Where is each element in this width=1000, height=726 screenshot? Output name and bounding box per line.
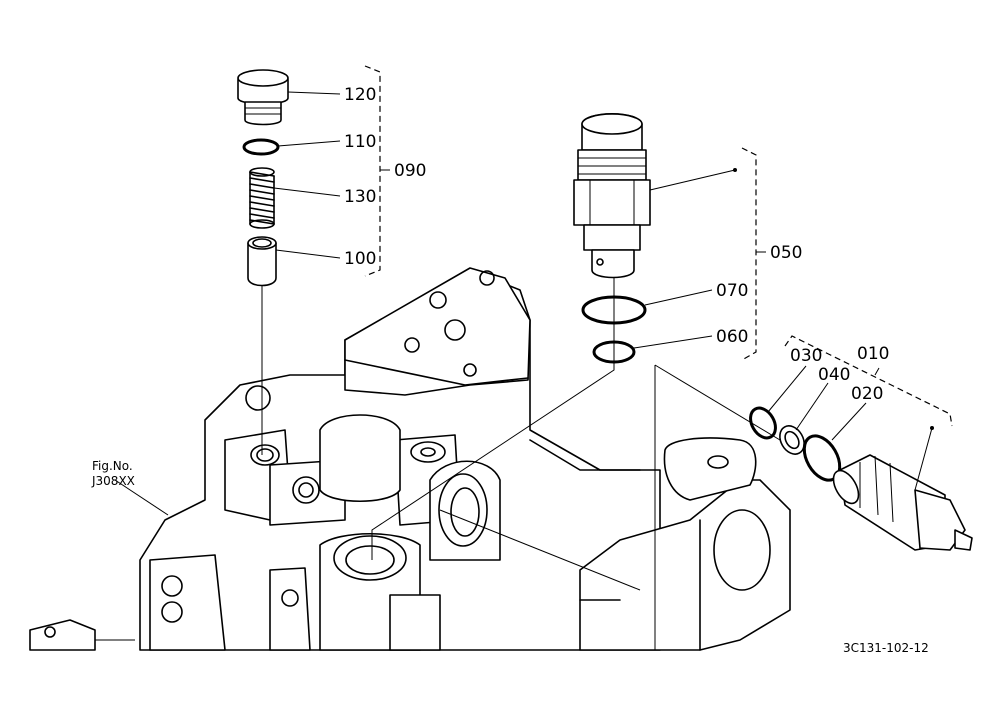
callout-130: 130 [344,187,376,207]
o-ring-060 [592,340,636,364]
callout-labels: 120 110 130 100 090 050 070 060 030 010 … [344,85,889,404]
spring-130 [249,167,275,229]
callout-110: 110 [344,132,376,152]
assembly-center-lines [261,265,781,650]
callout-060: 060 [716,327,748,347]
relief-valve-cartridge-010 [832,454,973,551]
callout-020: 020 [851,384,883,404]
callout-leaders [114,91,934,516]
group-bracket-090 [364,65,390,277]
poppet-100 [247,236,277,287]
figure-reference: Fig.No. J308XX [91,459,135,488]
group-bracket-050 [741,147,766,361]
callout-040: 040 [818,365,850,385]
o-ring-030 [749,406,777,440]
callout-120: 120 [344,85,376,105]
callout-030: 030 [790,346,822,366]
valve-body-housing [29,267,661,651]
group-bracket-010 [784,335,953,427]
relief-valve-cartridge-050 [573,112,651,279]
callout-050: 050 [770,243,802,263]
backup-ring-040 [779,425,805,455]
callout-010: 010 [857,344,889,364]
plug-cap-120 [237,69,289,126]
callout-090: 090 [394,161,426,181]
o-ring-110 [242,138,280,156]
valve-body-right-block [529,437,791,651]
o-ring-070 [581,295,647,325]
callout-070: 070 [716,281,748,301]
figure-ref-line1: Fig.No. [92,459,133,473]
figure-ref-line2: J308XX [91,474,135,488]
drawing-code: 3C131-102-12 [843,641,929,655]
callout-100: 100 [344,249,376,269]
